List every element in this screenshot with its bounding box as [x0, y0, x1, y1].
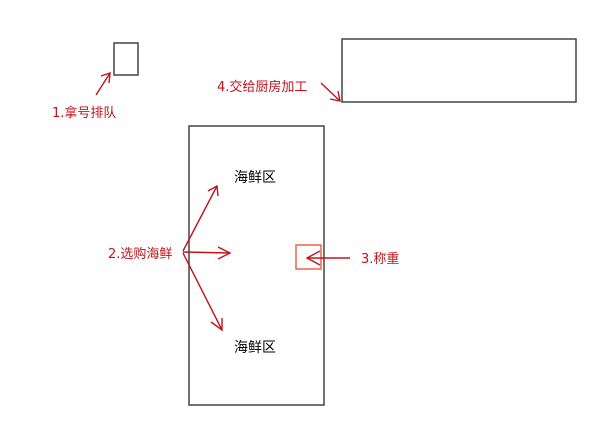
- kitchen-box: [341, 38, 577, 103]
- step1-label: 1.拿号排队: [52, 105, 116, 121]
- step2-label: 2.选购海鲜: [108, 246, 172, 262]
- step4-label: 4.交给厨房加工: [217, 79, 307, 95]
- step3-label: 3.称重: [361, 251, 399, 267]
- market-area: [188, 125, 325, 406]
- arrow-to-scale: [305, 250, 350, 266]
- queue-number-box: [113, 42, 139, 76]
- arrow-to-kitchen: [320, 82, 341, 102]
- seafood-zone-bottom: 海鲜区: [234, 340, 276, 356]
- shopping-arrows: [182, 184, 232, 332]
- seafood-zone-top: 海鲜区: [234, 170, 276, 186]
- arrow-to-queue-box: [95, 71, 111, 96]
- scale-box: [295, 244, 322, 270]
